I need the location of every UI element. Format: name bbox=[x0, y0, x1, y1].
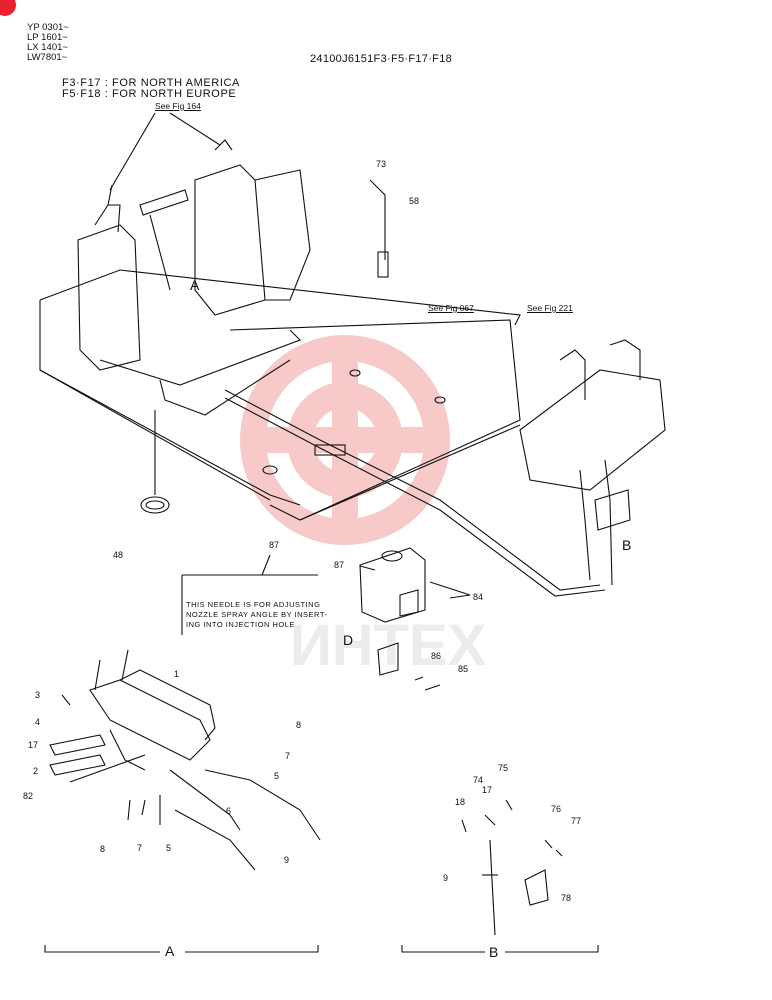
region-line-north-america: F3·F17 : FOR NORTH AMERICA bbox=[62, 77, 240, 89]
part-code: 24100J6151F3·F5·F17·F18 bbox=[310, 53, 453, 65]
callout-84: 84 bbox=[473, 592, 484, 602]
model-line: LX 1401~ bbox=[27, 42, 68, 53]
callout-3: 3 bbox=[35, 690, 41, 700]
watermark-logo bbox=[240, 335, 450, 545]
callout-17: 17 bbox=[28, 740, 39, 750]
callout-58: 58 bbox=[409, 196, 420, 206]
section-label-a: A bbox=[165, 943, 175, 959]
corner-mark bbox=[0, 0, 16, 16]
see-fig-221-link[interactable]: See Fig 221 bbox=[527, 303, 573, 313]
callout-7-lower: 7 bbox=[137, 843, 143, 853]
callout-4: 4 bbox=[35, 717, 41, 727]
callout-86: 86 bbox=[431, 651, 442, 661]
model-line: YP 0301~ bbox=[27, 22, 69, 33]
callout-17-b: 17 bbox=[482, 785, 493, 795]
callout-74: 74 bbox=[473, 775, 484, 785]
model-list: YP 0301~ LP 1601~ LX 1401~ LW7801~ bbox=[27, 23, 69, 63]
callout-87: 87 bbox=[269, 540, 280, 550]
callout-76: 76 bbox=[551, 804, 562, 814]
region-line-north-europe: F5·F18 : FOR NORTH EUROPE bbox=[62, 88, 237, 100]
detail-marker-a: A bbox=[190, 277, 200, 293]
callout-5-lower: 5 bbox=[166, 843, 172, 853]
callout-8-lower: 8 bbox=[100, 844, 106, 854]
callout-73: 73 bbox=[376, 159, 387, 169]
callout-8: 8 bbox=[296, 720, 302, 730]
note-line: THIS NEEDLE IS FOR ADJUSTING bbox=[186, 600, 321, 609]
model-line: LP 1601~ bbox=[27, 32, 68, 43]
callout-2: 2 bbox=[33, 766, 39, 776]
callout-7: 7 bbox=[285, 751, 291, 761]
callout-75: 75 bbox=[498, 763, 509, 773]
callout-82: 82 bbox=[23, 791, 34, 801]
needle-note: THIS NEEDLE IS FOR ADJUSTING NOZZLE SPRA… bbox=[186, 600, 328, 630]
see-fig-164-link[interactable]: See Fig 164 bbox=[155, 101, 201, 111]
callout-85: 85 bbox=[458, 664, 469, 674]
detail-marker-b: B bbox=[622, 537, 632, 553]
callout-5: 5 bbox=[274, 771, 280, 781]
callout-6: 6 bbox=[226, 806, 232, 816]
callout-77: 77 bbox=[571, 816, 582, 826]
note-line: NOZZLE SPRAY ANGLE BY INSERT- bbox=[186, 610, 328, 619]
callout-9-b: 9 bbox=[443, 873, 449, 883]
callout-78: 78 bbox=[561, 893, 572, 903]
detail-marker-d: D bbox=[343, 632, 354, 648]
note-line: ING INTO INJECTION HOLE bbox=[186, 620, 295, 629]
watermark-text: ИНТЕХ bbox=[290, 613, 487, 678]
callout-9: 9 bbox=[284, 855, 290, 865]
frame-drawing bbox=[39, 112, 666, 953]
callout-87-tank: 87 bbox=[334, 560, 345, 570]
callout-48: 48 bbox=[113, 550, 124, 560]
callout-1: 1 bbox=[174, 669, 180, 679]
see-fig-067-link[interactable]: See Fig 067 bbox=[428, 303, 474, 313]
callout-18: 18 bbox=[455, 797, 466, 807]
section-label-b: B bbox=[489, 944, 499, 960]
model-line: LW7801~ bbox=[27, 52, 68, 63]
